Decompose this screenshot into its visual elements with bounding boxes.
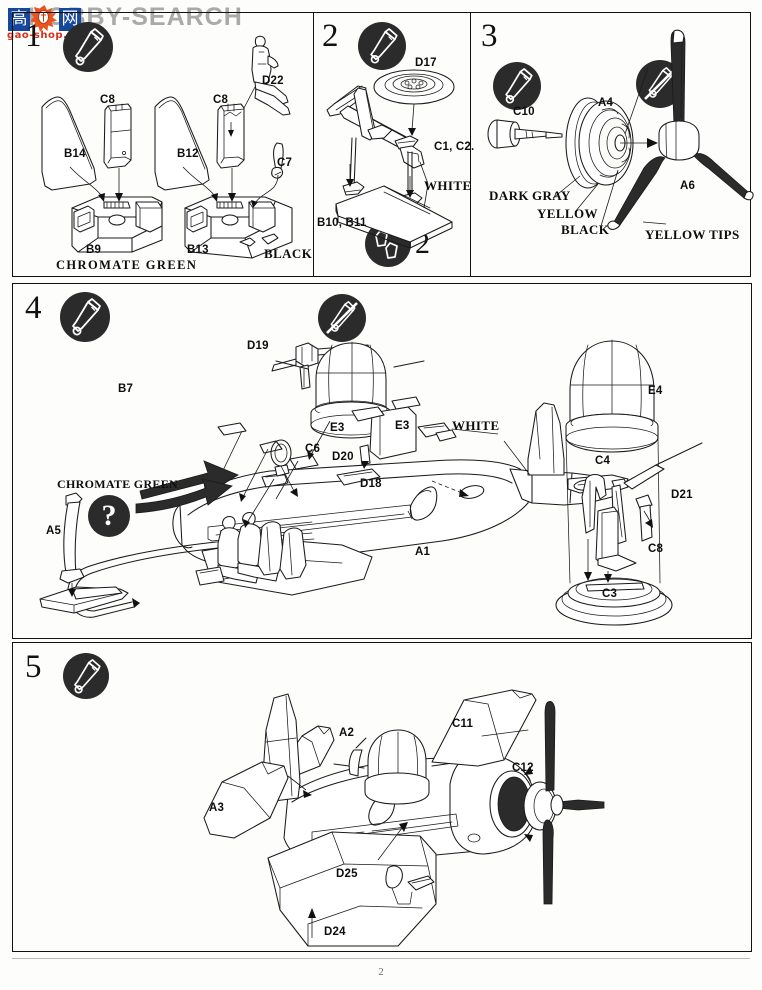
step-5-panel (12, 642, 752, 952)
part-label-c12: C12 (512, 762, 534, 774)
part-label-a6: A6 (680, 180, 696, 192)
part-label-d21: D21 (671, 489, 693, 501)
footer-rule (12, 958, 750, 959)
part-label-c8-left: C8 (100, 94, 116, 106)
part-label-a4: A4 (598, 97, 614, 109)
part-label-b14: B14 (64, 148, 86, 160)
watermark: HOBBY-SEARCH 高 网 gao-shop.com (4, 2, 242, 42)
glue-bottle-icon (63, 22, 113, 72)
paint-label-yellow-tips: YELLOW TIPS (645, 227, 740, 242)
part-label-d25: D25 (336, 868, 358, 880)
part-label-e3-b: E3 (395, 420, 410, 432)
part-label-c11: C11 (452, 718, 474, 730)
paint-label-white: WHITE (424, 178, 472, 193)
part-label-d17: D17 (415, 57, 437, 69)
part-label-b9: B9 (86, 244, 102, 256)
question-mark-icon: ? (88, 495, 130, 537)
question-mark-glyph: ? (101, 499, 117, 532)
step-3-number: 3 (481, 18, 498, 54)
part-label-c4: C4 (595, 455, 611, 467)
part-label-c8-right: C8 (213, 94, 229, 106)
part-label-c8: C8 (648, 543, 664, 555)
part-label-c10: C10 (513, 106, 535, 118)
paint-label-dark: DARK (489, 188, 529, 203)
step-1-panel (12, 12, 314, 277)
part-label-a5: A5 (46, 525, 62, 537)
paint-label-black: BLACK (264, 246, 313, 261)
glue-bottle-icon (358, 22, 406, 70)
page-number: 2 (378, 966, 384, 978)
glue-bottle-icon (63, 653, 109, 699)
part-label-d20: D20 (332, 451, 354, 463)
paint-label-yellow: YELLOW (537, 206, 598, 221)
part-label-a3: A3 (209, 802, 225, 814)
step-4-number: 4 (25, 290, 42, 326)
watermark-url: gao-shop.com (7, 30, 93, 41)
part-label-e3-a: E3 (330, 422, 345, 434)
no-glue-icon (636, 60, 684, 108)
step-3-panel (470, 12, 751, 277)
part-label-b13: B13 (187, 244, 209, 256)
part-label-b12: B12 (177, 148, 199, 160)
make-two-quantity: 2 (415, 227, 430, 260)
part-label-d24: D24 (324, 926, 346, 938)
part-label-d22: D22 (262, 75, 284, 87)
paint-label-white: WHITE (452, 418, 500, 433)
step-2-panel (312, 12, 471, 277)
no-glue-icon (318, 294, 366, 342)
watermark-logo-icon (31, 5, 57, 32)
glue-bottle-icon (493, 62, 541, 110)
part-label-c3: C3 (602, 588, 618, 600)
step-1-number: 1 (25, 18, 42, 54)
part-label-b10-b11: B10, B11 (317, 217, 367, 229)
part-label-d18: D18 (360, 478, 382, 490)
paint-label-chromate-green: CHROMATE GREEN (56, 258, 198, 272)
part-label-c7: C7 (277, 157, 293, 169)
part-label-a2: A2 (339, 727, 355, 739)
part-label-d19: D19 (247, 340, 269, 352)
part-label-a1: A1 (415, 546, 431, 558)
part-label-c1-c2: C1, C2. (434, 141, 475, 153)
make-two-parts-icon (365, 221, 411, 267)
paint-label-gray: GRAY (532, 188, 571, 203)
step-2-number: 2 (322, 18, 339, 54)
paint-label-black: BLACK (561, 222, 610, 237)
part-label-e4: E4 (648, 385, 663, 397)
step-4-panel (12, 283, 752, 639)
watermark-cn-char-1: 高 (8, 8, 30, 31)
step-5-number: 5 (25, 649, 42, 685)
paint-label-chromate-green: CHROMATE GREEN (57, 477, 178, 491)
part-label-b7: B7 (118, 383, 134, 395)
part-label-c6: C6 (305, 443, 321, 455)
glue-bottle-icon (60, 292, 110, 342)
